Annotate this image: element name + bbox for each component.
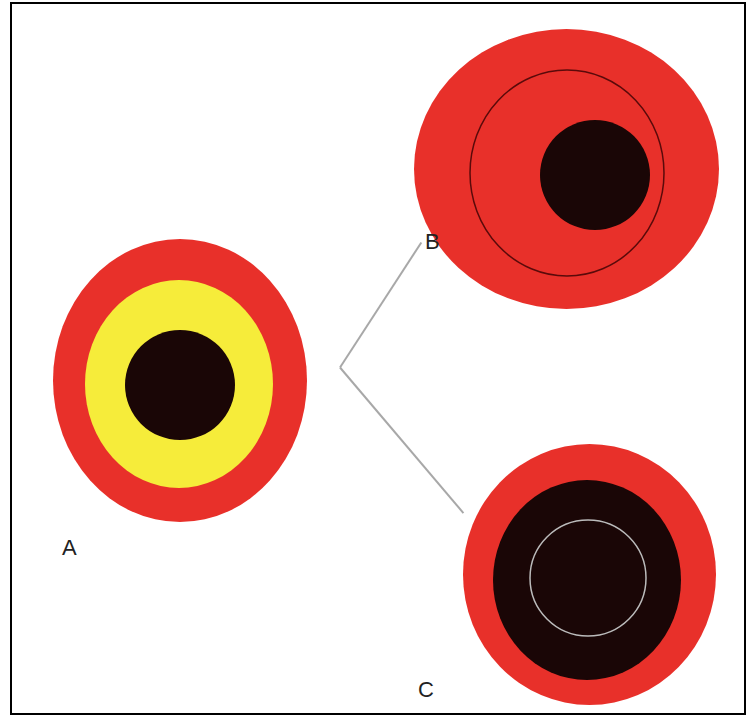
split-line	[340, 368, 463, 514]
ring-layer	[463, 444, 716, 705]
ring-layer	[53, 239, 307, 522]
ring-layer	[125, 330, 235, 440]
ring-layer	[530, 520, 646, 636]
frame-border	[11, 3, 745, 714]
ring-layer	[414, 29, 719, 309]
panel-letter: C	[418, 678, 434, 702]
ring-illustration	[413, 28, 720, 310]
ring-illustration	[52, 238, 308, 523]
ring-disc: B	[413, 28, 720, 310]
ring-illustration	[462, 443, 717, 706]
ring-disc: C	[462, 443, 717, 706]
ring-layer	[470, 70, 664, 276]
ring-disc: A	[52, 238, 308, 523]
panel-letter: A	[62, 536, 77, 560]
panel-letter: B	[425, 230, 440, 254]
ring-layer	[493, 480, 681, 680]
split-line	[340, 242, 421, 367]
ring-layer	[540, 120, 650, 230]
ring-layer	[85, 280, 273, 488]
